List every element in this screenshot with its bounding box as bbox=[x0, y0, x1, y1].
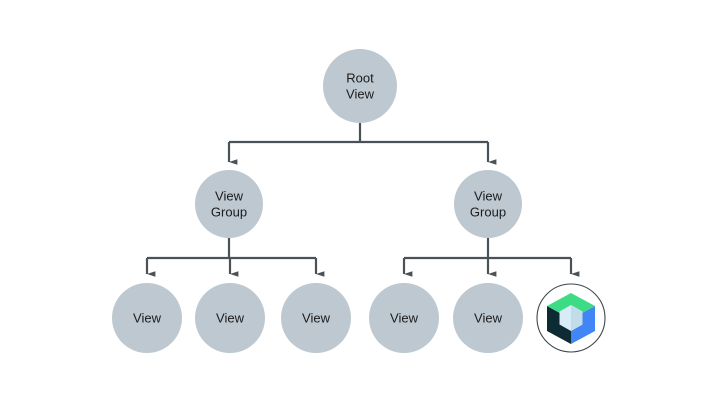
compose-logo-inner-hex-shade bbox=[571, 305, 583, 331]
view-leaf-2-circle[interactable] bbox=[195, 283, 265, 353]
view-leaf-1-circle[interactable] bbox=[112, 283, 182, 353]
node-view-group-right[interactable]: View Group bbox=[454, 170, 522, 238]
view-leaf-4-label: View bbox=[390, 310, 419, 325]
view-leaf-4-circle[interactable] bbox=[369, 283, 439, 353]
view-group-right-label-line1: View bbox=[474, 188, 503, 203]
node-view-leaf-2[interactable]: View bbox=[195, 283, 265, 353]
compose-logo-left-face bbox=[547, 306, 571, 344]
root-view-label-line2: View bbox=[346, 86, 375, 101]
connector-layer bbox=[145, 123, 580, 277]
jetpack-compose-logo bbox=[547, 293, 595, 344]
view-group-right-label-line2: Group bbox=[470, 204, 506, 219]
node-view-leaf-4[interactable]: View bbox=[369, 283, 439, 353]
view-leaf-5-circle[interactable] bbox=[453, 283, 523, 353]
view-group-left-label-line1: View bbox=[215, 188, 244, 203]
view-leaf-5-label: View bbox=[474, 310, 503, 325]
view-leaf-2-label: View bbox=[216, 310, 245, 325]
compose-logo-right-face bbox=[571, 306, 595, 344]
node-view-leaf-1[interactable]: View bbox=[112, 283, 182, 353]
node-view-group-left[interactable]: View Group bbox=[195, 170, 263, 238]
node-root-view[interactable]: Root View bbox=[323, 49, 397, 123]
view-leaf-1-label: View bbox=[133, 310, 162, 325]
view-group-left-label-line2: Group bbox=[211, 204, 247, 219]
node-view-leaf-3[interactable]: View bbox=[281, 283, 351, 353]
root-view-circle[interactable] bbox=[323, 49, 397, 123]
node-view-leaf-5[interactable]: View bbox=[453, 283, 523, 353]
view-leaf-3-label: View bbox=[302, 310, 331, 325]
node-compose[interactable] bbox=[536, 283, 606, 353]
view-group-right-circle[interactable] bbox=[454, 170, 522, 238]
view-group-left-circle[interactable] bbox=[195, 170, 263, 238]
root-view-label-line1: Root bbox=[346, 70, 374, 85]
view-leaf-3-circle[interactable] bbox=[281, 283, 351, 353]
